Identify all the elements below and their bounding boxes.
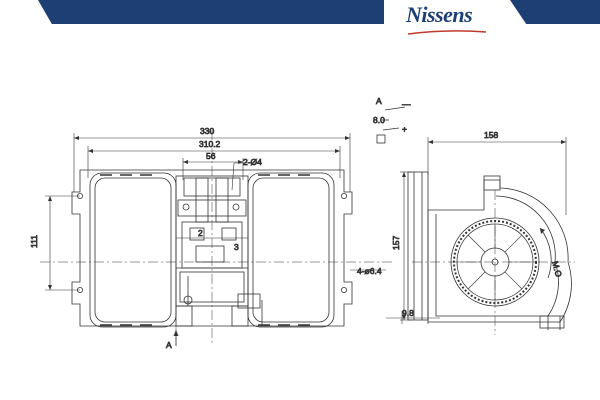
right-blower-housing: [247, 172, 335, 328]
wiring-ground: —: [402, 99, 411, 109]
dim-overall-width: 330: [200, 126, 214, 136]
mounting-plate: [71, 169, 353, 327]
dim-inner-width: 310.2: [199, 139, 221, 149]
impeller: [450, 217, 540, 307]
rotation-arrow-icon: [539, 227, 552, 279]
logo-text: Nissens: [406, 2, 473, 27]
center-lines-side: [412, 190, 575, 335]
dim-outlet-width: 56: [206, 151, 216, 161]
dimension-lines-front: [45, 133, 386, 291]
dim-outlet-holes: 2-Ø4: [243, 157, 262, 167]
wiring-plus: +: [402, 124, 407, 134]
rotation-label: M.O: [550, 260, 564, 278]
dim-mount-height: 111: [29, 235, 39, 248]
wiring-label-a: A: [376, 96, 382, 106]
header-banner-left: [38, 0, 384, 24]
side-flange: [407, 171, 429, 321]
scroll-housing: [427, 175, 572, 330]
pin-label-3: 3: [234, 242, 239, 252]
dimension-lines-side: [386, 137, 567, 324]
dim-side-depth: 158: [484, 130, 498, 140]
wiring-symbol: [376, 106, 406, 144]
logo-swoosh-icon: [408, 30, 486, 35]
dim-side-height: 157: [391, 236, 401, 250]
wiring-connector-code: 8.0: [373, 115, 385, 125]
header-banner-right: [510, 0, 600, 24]
dim-mount-holes: 4-ø6.4: [357, 266, 382, 276]
left-blower-housing: [89, 172, 177, 328]
dim-flange: 9.8: [402, 308, 414, 318]
section-marker-label: A: [166, 340, 172, 350]
pin-label-2: 2: [198, 228, 203, 238]
motor-block: [175, 175, 263, 327]
nissens-logo: Nissens: [406, 2, 488, 36]
section-marker-a: [173, 330, 179, 346]
